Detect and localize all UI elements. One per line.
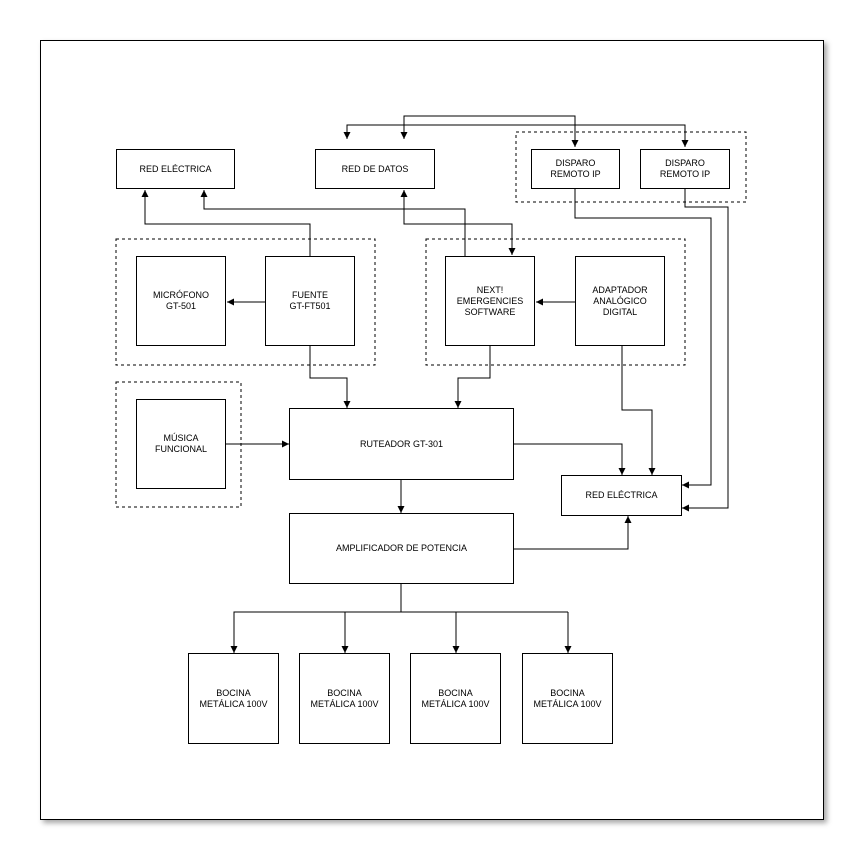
fuente-box: FUENTE GT-FT501 xyxy=(265,256,355,346)
musica-label: MÚSICA FUNCIONAL xyxy=(154,433,207,454)
connector-amplificador-red-electrica xyxy=(514,516,632,550)
connector-amplificador-bocinas xyxy=(230,583,402,653)
connector-bus-disparo-1 xyxy=(403,115,579,147)
disparo-1-label: DISPARO REMOTO IP xyxy=(550,158,601,179)
bocina-3-label: BOCINA METÁLICA 100V xyxy=(421,687,490,709)
connector-bus-top xyxy=(343,124,689,147)
adaptador-box: ADAPTADOR ANALÓGICO DIGITAL xyxy=(575,256,665,346)
red-electrica-right-label: RED ELÉCTRICA xyxy=(585,490,658,500)
next-software-box: NEXT! EMERGENCIES SOFTWARE xyxy=(445,256,535,346)
connector-software-ruteador xyxy=(454,346,491,408)
ruteador-box: RUTEADOR GT-301 xyxy=(289,408,514,480)
disparo-2-box: DISPARO REMOTO IP xyxy=(640,149,730,189)
red-electrica-right-box: RED ELÉCTRICA xyxy=(561,475,682,516)
next-software-label: NEXT! EMERGENCIES SOFTWARE xyxy=(456,284,524,317)
microfono-box: MICRÓFONO GT-501 xyxy=(136,256,226,346)
fuente-label: FUENTE GT-FT501 xyxy=(289,290,331,311)
disparo-2-label: DISPARO REMOTO IP xyxy=(659,158,711,179)
connector-disparo-2-red-electrica xyxy=(682,188,729,512)
red-electrica-top-label: RED ELÉCTRICA xyxy=(139,163,212,174)
bocina-2-label: BOCINA METÁLICA 100V xyxy=(310,687,379,709)
connector-fuente-ruteador xyxy=(309,346,351,408)
amplificador-label: AMPLIFICADOR DE POTENCIA xyxy=(335,543,468,553)
bocina-1-box: BOCINA METÁLICA 100V xyxy=(188,653,279,744)
bocina-2-box: BOCINA METÁLICA 100V xyxy=(299,653,390,744)
bocina-3-box: BOCINA METÁLICA 100V xyxy=(410,653,501,744)
connector-datos-software xyxy=(400,190,516,255)
ruteador-label: RUTEADOR GT-301 xyxy=(359,438,444,449)
red-datos-box: RED DE DATOS xyxy=(315,149,435,189)
connector-disparo-1-red-electrica xyxy=(574,188,712,489)
red-datos-label: RED DE DATOS xyxy=(341,163,409,174)
bocina-4-box: BOCINA METÁLICA 100V xyxy=(522,653,613,744)
disparo-1-box: DISPARO REMOTO IP xyxy=(531,149,620,189)
connector-adaptador-red-electrica xyxy=(621,346,656,475)
adaptador-label: ADAPTADOR ANALÓGICO DIGITAL xyxy=(592,284,648,317)
microfono-label: MICRÓFONO GT-501 xyxy=(153,290,209,311)
musica-box: MÚSICA FUNCIONAL xyxy=(136,399,226,489)
connector-ruteador-red-electrica xyxy=(514,443,626,475)
bocina-1-label: BOCINA METÁLICA 100V xyxy=(199,687,268,709)
connector-fuente-red-electrica xyxy=(141,190,311,256)
red-electrica-top-box: RED ELÉCTRICA xyxy=(116,149,235,189)
bocina-4-label: BOCINA METÁLICA 100V xyxy=(533,687,602,709)
amplificador-box: AMPLIFICADOR DE POTENCIA xyxy=(289,513,514,584)
